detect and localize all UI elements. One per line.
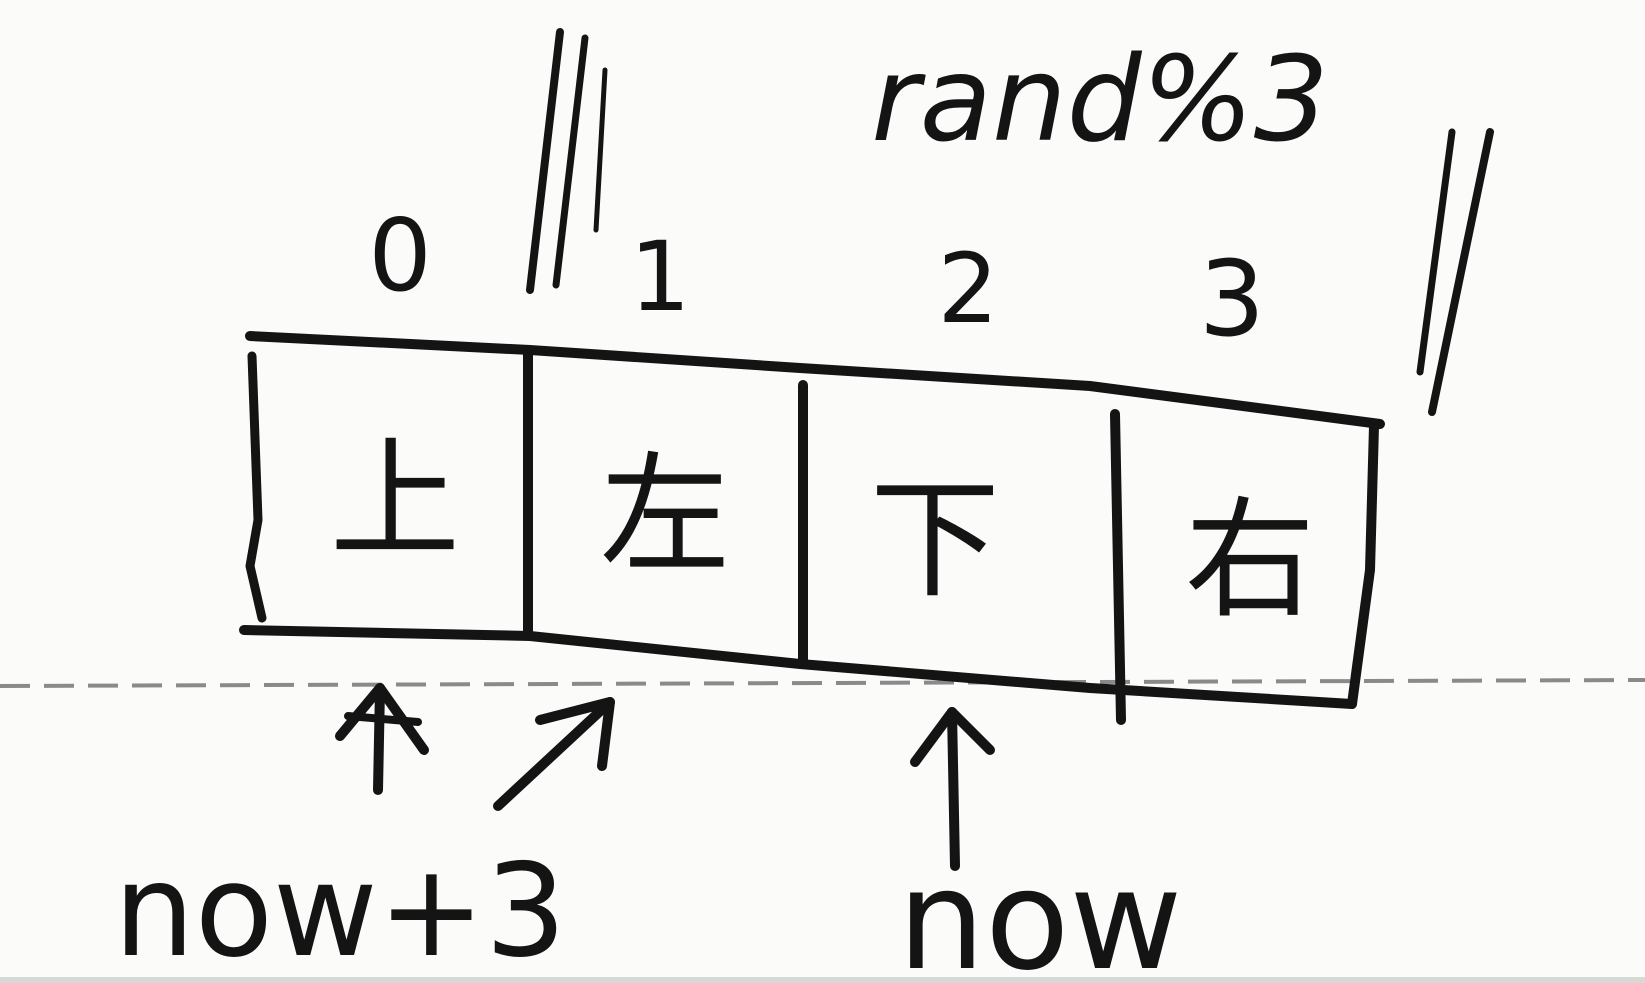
- cell-label-up: 上: [330, 424, 460, 576]
- pointer-label-now: now: [898, 840, 1183, 983]
- double-slash-mark-left: [526, 28, 608, 294]
- cell-label-down: 下: [870, 464, 1000, 616]
- array-box: [239, 331, 1385, 725]
- double-slash-mark-right: [1416, 128, 1494, 416]
- paper-bottom-edge: [0, 977, 1645, 983]
- pointer-arrow-index-0: [335, 683, 429, 795]
- pointer-arrow-index-1: [493, 697, 615, 811]
- modulo-label: rand%3: [871, 30, 1329, 168]
- index-0: 0: [368, 197, 432, 314]
- index-1: 1: [629, 221, 690, 333]
- index-3: 3: [1199, 238, 1265, 360]
- index-2: 2: [937, 233, 998, 345]
- cell-label-left: 左: [600, 439, 730, 591]
- pointer-arrow-index-2: [910, 707, 995, 871]
- dashed-rule-line: [0, 678, 1645, 688]
- cell-label-right: 右: [1185, 484, 1315, 636]
- pointer-label-now-plus-3: now+3: [114, 837, 567, 983]
